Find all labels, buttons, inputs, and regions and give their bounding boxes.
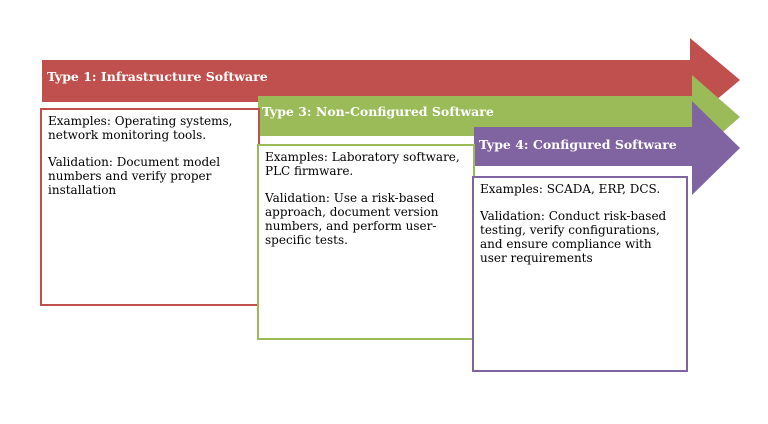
type3-details-box: Examples: Laboratory software, PLC firmw…	[257, 144, 475, 340]
type1-title: Type 1: Infrastructure Software	[47, 69, 268, 84]
type1-examples: Examples: Operating systems, network mon…	[48, 114, 233, 142]
type4-examples: Examples: SCADA, ERP, DCS.	[480, 182, 661, 196]
type4-title: Type 4: Configured Software	[479, 137, 677, 152]
type3-examples: Examples: Laboratory software, PLC firmw…	[265, 150, 460, 178]
type4-validation: Validation: Conduct risk-based testing, …	[480, 209, 667, 265]
type3-title: Type 3: Non-Configured Software	[262, 104, 494, 119]
type1-validation: Validation: Document model numbers and v…	[48, 155, 221, 197]
type1-details-box: Examples: Operating systems, network mon…	[40, 108, 260, 306]
type3-arrow	[258, 75, 740, 159]
type4-details-box: Examples: SCADA, ERP, DCS. Validation: C…	[472, 176, 688, 372]
type4-arrow	[474, 101, 740, 195]
type3-validation: Validation: Use a risk-based approach, d…	[265, 191, 439, 247]
